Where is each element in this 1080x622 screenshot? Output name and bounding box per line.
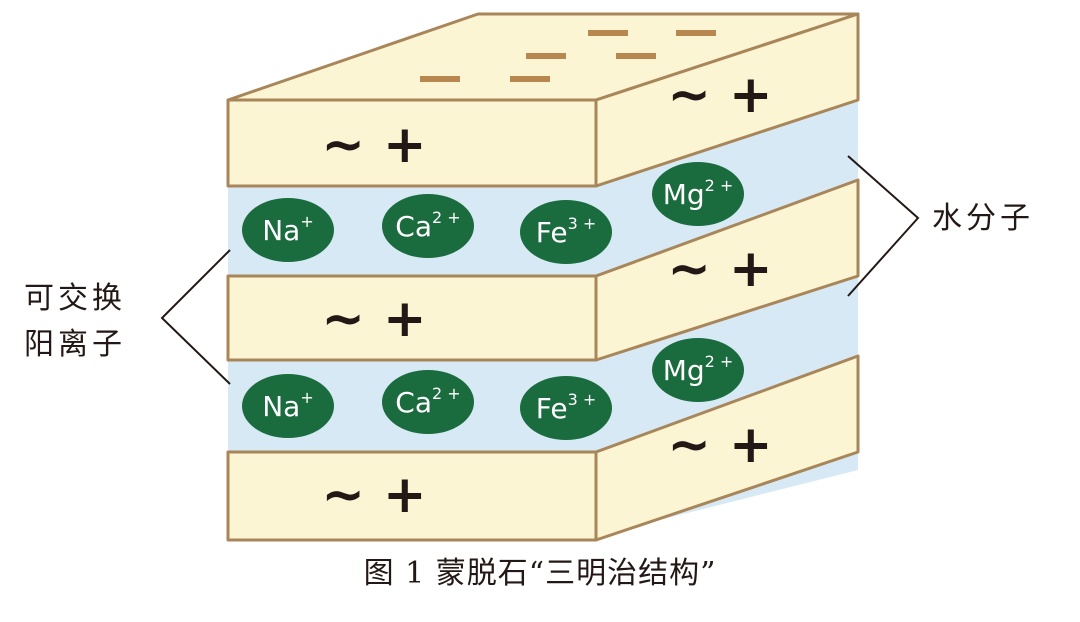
exchangeable-cations-label-line1: 可交换 — [24, 281, 126, 316]
exchangeable-cations-label-line2: 阳离子 — [24, 327, 126, 362]
cation-ca-lower: Ca2 + — [382, 370, 474, 434]
cation-na-lower: Na+ — [242, 374, 334, 438]
svg-text:Fe3 +: Fe3 + — [536, 214, 596, 249]
surface-negative-charges — [420, 30, 716, 82]
slab-middle-side-charge: ~ + — [667, 239, 772, 299]
cation-mg-lower: Mg2 + — [652, 338, 744, 402]
slab-middle: ~ + ~ + — [226, 178, 860, 362]
slab-bottom-front-charge: ~ + — [321, 465, 426, 525]
slab-bottom-side-charge: ~ + — [667, 415, 772, 475]
svg-text:Na+: Na+ — [262, 212, 314, 247]
slab-middle-front-charge: ~ + — [321, 289, 426, 349]
cation-na-upper: Na+ — [242, 198, 334, 262]
cation-mg-upper: Mg2 + — [652, 162, 744, 226]
exchangeable-cations-label: 可交换 阳离子 — [24, 276, 126, 368]
slab-top-side-charge: ~ + — [667, 65, 772, 125]
water-molecules-label: 水分子 — [932, 201, 1034, 236]
svg-text:Mg2 +: Mg2 + — [663, 352, 734, 387]
svg-text:Na+: Na+ — [262, 388, 314, 423]
svg-text:Ca2 +: Ca2 + — [395, 384, 460, 419]
cation-fe-lower: Fe3 + — [520, 376, 612, 440]
slab-top-front-charge: ~ + — [321, 115, 426, 175]
svg-text:Ca2 +: Ca2 + — [395, 208, 460, 243]
cation-fe-upper: Fe3 + — [520, 200, 612, 264]
figure-caption: 图 1 蒙脱石“三明治结构” — [363, 556, 717, 591]
slab-top: ~ + ~ + — [226, 12, 860, 188]
cation-bracket — [160, 249, 231, 385]
water-bracket — [847, 155, 920, 297]
slab-bottom: ~ + ~ + — [226, 354, 860, 542]
svg-text:Fe3 +: Fe3 + — [536, 390, 596, 425]
cation-ca-upper: Ca2 + — [382, 194, 474, 258]
svg-text:Mg2 +: Mg2 + — [663, 176, 734, 211]
